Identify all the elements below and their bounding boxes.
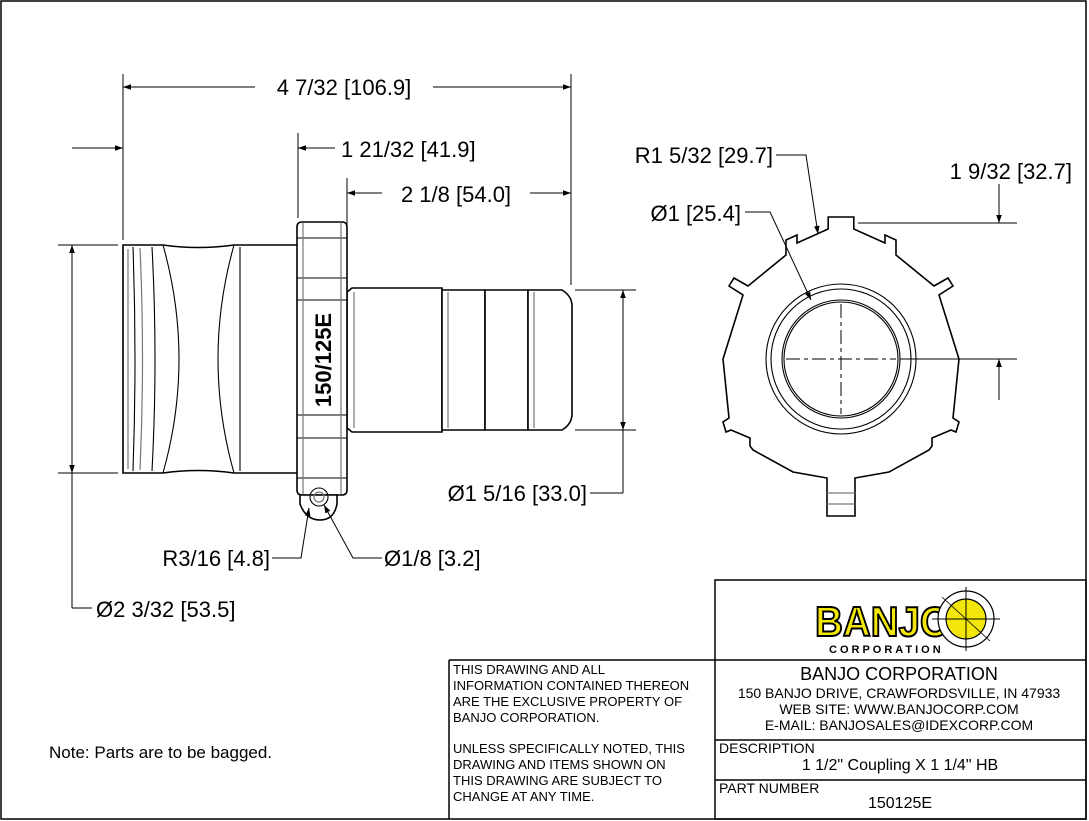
disclaimer-line: THIS DRAWING AND ALL	[453, 662, 605, 677]
dim-overall-length: 4 7/32 [106.9]	[277, 75, 412, 100]
part-marking: 150/125E	[311, 313, 336, 407]
part-number-value: 150125E	[868, 795, 932, 812]
disclaimer-line: UNLESS SPECIFICALLY NOTED, THIS	[453, 741, 685, 756]
title-block: BANJO CORPORATION THIS DRAWING AND ALL I…	[448, 579, 1087, 820]
company-email: E-MAIL: BANJOSALES@IDEXCORP.COM	[765, 717, 1033, 733]
dimension-lines	[58, 74, 1017, 609]
collar	[296, 221, 348, 496]
disclaimer-line: CHANGE AT ANY TIME.	[453, 789, 594, 804]
description-value: 1 1/2" Coupling X 1 1/4" HB	[802, 757, 998, 774]
hose-barb	[346, 287, 443, 433]
company-name: BANJO CORPORATION	[800, 664, 998, 684]
dim-ring-radius: R3/16 [4.8]	[162, 546, 270, 571]
dim-collar-to-end: 1 21/32 [41.9]	[341, 137, 476, 162]
disclaimer-line: THIS DRAWING ARE SUBJECT TO	[453, 773, 662, 788]
dim-body-diameter: Ø2 3/32 [53.5]	[96, 597, 235, 622]
disclaimer-line: BANJO CORPORATION.	[453, 710, 599, 725]
note-text: Note: Parts are to be bagged.	[49, 743, 272, 762]
part-number-label: PART NUMBER	[719, 780, 819, 796]
disclaimer-line: DRAWING AND ITEMS SHOWN ON	[453, 757, 666, 772]
dim-barb-length: 2 1/8 [54.0]	[401, 182, 511, 207]
coupling-body	[122, 244, 301, 474]
logo-tagline: CORPORATION	[829, 644, 944, 656]
target-icon	[932, 587, 1000, 651]
dim-hole-diameter: Ø1/8 [3.2]	[384, 546, 481, 571]
description-label: DESCRIPTION	[719, 740, 815, 756]
ring-tab	[299, 494, 338, 521]
disclaimer-line: ARE THE EXCLUSIVE PROPERTY OF	[453, 694, 682, 709]
company-address: 150 BANJO DRIVE, CRAWFORDSVILLE, IN 4793…	[738, 685, 1061, 701]
logo-wordmark: BANJO	[815, 598, 950, 645]
dim-lug-offset: 1 9/32 [32.7]	[950, 159, 1072, 184]
dim-bore-diameter: Ø1 [25.4]	[650, 201, 741, 226]
disclaimer-line: INFORMATION CONTAINED THEREON	[453, 678, 689, 693]
company-website: WEB SITE: WWW.BANJOCORP.COM	[779, 701, 1018, 717]
dim-barb-diameter: Ø1 5/16 [33.0]	[448, 481, 587, 506]
dim-outer-radius: R1 5/32 [29.7]	[635, 143, 773, 168]
side-view: 150/125E	[122, 221, 573, 521]
end-view	[722, 216, 960, 517]
banjo-logo: BANJO CORPORATION	[814, 587, 1000, 656]
